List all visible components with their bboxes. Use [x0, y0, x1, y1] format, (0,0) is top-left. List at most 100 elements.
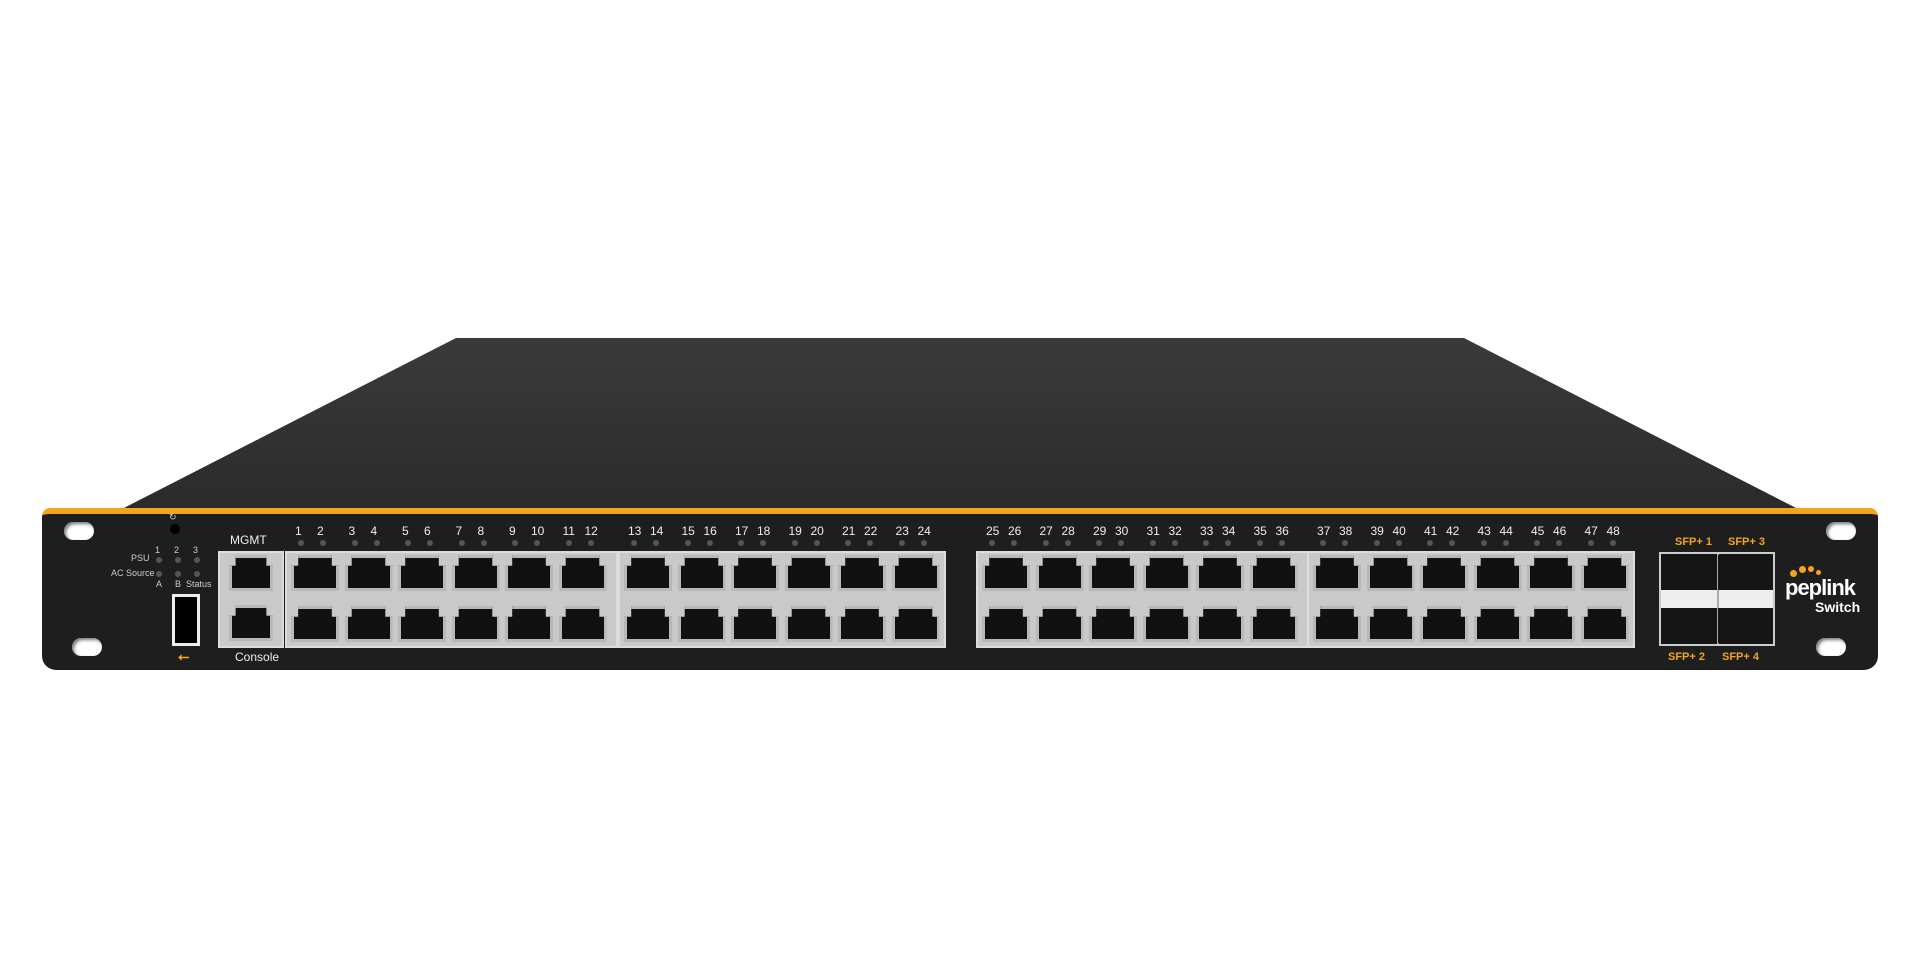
ethernet-port-33[interactable] [1196, 555, 1244, 591]
ethernet-port-22[interactable] [838, 606, 886, 642]
port-label: 4 [370, 524, 378, 538]
ethernet-port-14[interactable] [624, 606, 672, 642]
port-label: 13 [628, 524, 642, 538]
port-led [845, 540, 851, 546]
mgmt-port[interactable] [229, 555, 273, 591]
port-led [1427, 540, 1433, 546]
ethernet-port-39[interactable] [1366, 555, 1415, 591]
port-label: 45 [1531, 524, 1545, 538]
console-port[interactable] [229, 605, 273, 641]
port-led [791, 540, 798, 546]
sfp-3-port[interactable] [1718, 555, 1772, 590]
port-led [760, 540, 766, 546]
ethernet-port-24[interactable] [891, 606, 940, 642]
ethernet-port-5[interactable] [398, 555, 446, 591]
port-led [373, 540, 380, 546]
ethernet-port-26[interactable] [982, 606, 1030, 642]
port-label: 43 [1477, 524, 1491, 538]
ethernet-port-25[interactable] [982, 555, 1030, 591]
port-label: 44 [1499, 524, 1513, 538]
ethernet-port-18[interactable] [731, 606, 779, 642]
sfp-4-port[interactable] [1718, 608, 1772, 643]
port-label: 24 [917, 524, 931, 538]
port-led [1609, 540, 1616, 546]
port-label: 5 [402, 524, 409, 538]
port-led [458, 540, 465, 546]
port-label: 38 [1339, 524, 1353, 538]
port-label: 41 [1424, 524, 1438, 538]
port-led [1373, 540, 1380, 546]
port-led [867, 540, 873, 546]
ethernet-port-47[interactable] [1580, 555, 1629, 591]
ethernet-port-13[interactable] [624, 555, 672, 591]
reset-button[interactable] [170, 524, 180, 534]
ethernet-port-27[interactable] [1035, 555, 1084, 591]
port-led [1011, 540, 1017, 546]
port-led [1278, 540, 1285, 546]
ethernet-port-10[interactable] [505, 606, 553, 642]
ethernet-port-17[interactable] [731, 555, 779, 591]
ethernet-port-29[interactable] [1089, 555, 1137, 591]
ethernet-port-23[interactable] [891, 555, 940, 591]
ethernet-port-41[interactable] [1420, 555, 1468, 591]
ethernet-port-45[interactable] [1527, 555, 1575, 591]
port-led [706, 540, 713, 546]
ethernet-port-46[interactable] [1527, 606, 1575, 642]
ethernet-port-21[interactable] [838, 555, 886, 591]
sfp-2-port[interactable] [1662, 608, 1716, 643]
sfp-1-port[interactable] [1662, 555, 1716, 590]
port-led [1096, 540, 1102, 546]
sfp-separator [1717, 554, 1719, 644]
port-led [1480, 540, 1487, 546]
port-led [684, 540, 691, 546]
port-label: 33 [1200, 524, 1214, 538]
port-label: 26 [1008, 524, 1022, 538]
ethernet-port-43[interactable] [1473, 555, 1522, 591]
ethernet-port-30[interactable] [1089, 606, 1137, 642]
ethernet-port-19[interactable] [784, 555, 833, 591]
port-label: 11 [562, 524, 575, 538]
sfp-2-label: SFP+ 2 [1668, 651, 1705, 663]
ethernet-port-4[interactable] [344, 606, 393, 642]
port-led [1449, 540, 1455, 546]
ethernet-port-42[interactable] [1420, 606, 1468, 642]
ethernet-port-15[interactable] [677, 555, 726, 591]
console-label: Console [235, 650, 280, 664]
ethernet-port-6[interactable] [398, 606, 446, 642]
ethernet-port-28[interactable] [1035, 606, 1084, 642]
ethernet-port-3[interactable] [344, 555, 393, 591]
port-label: 34 [1222, 524, 1236, 538]
port-label: 48 [1606, 524, 1620, 538]
port-label: 14 [650, 524, 664, 538]
ethernet-port-31[interactable] [1142, 555, 1191, 591]
ethernet-port-9[interactable] [505, 555, 553, 591]
ethernet-port-40[interactable] [1366, 606, 1415, 642]
usb-port[interactable] [172, 594, 200, 646]
port-label: 19 [788, 524, 802, 538]
ethernet-port-16[interactable] [677, 606, 726, 642]
ethernet-port-34[interactable] [1196, 606, 1244, 642]
ac-b-led [175, 571, 181, 577]
port-led [813, 540, 820, 546]
ethernet-port-35[interactable] [1249, 555, 1298, 591]
ethernet-port-7[interactable] [451, 555, 500, 591]
mgmt-console-block [218, 551, 284, 648]
port-led [298, 540, 304, 546]
ethernet-port-8[interactable] [451, 606, 500, 642]
ethernet-port-37[interactable] [1313, 555, 1361, 591]
ethernet-port-12[interactable] [558, 606, 607, 642]
ethernet-port-44[interactable] [1473, 606, 1522, 642]
ethernet-port-48[interactable] [1580, 606, 1629, 642]
ethernet-port-36[interactable] [1249, 606, 1298, 642]
ac-a-label: A [156, 579, 163, 589]
port-led [1320, 540, 1326, 546]
rack-mount-hole [72, 638, 102, 656]
ethernet-port-38[interactable] [1313, 606, 1361, 642]
ethernet-port-20[interactable] [784, 606, 833, 642]
port-led [351, 540, 358, 546]
ethernet-port-11[interactable] [558, 555, 607, 591]
port-label: 35 [1253, 524, 1267, 538]
ethernet-port-1[interactable] [291, 555, 339, 591]
ethernet-port-32[interactable] [1142, 606, 1191, 642]
ethernet-port-2[interactable] [291, 606, 339, 642]
